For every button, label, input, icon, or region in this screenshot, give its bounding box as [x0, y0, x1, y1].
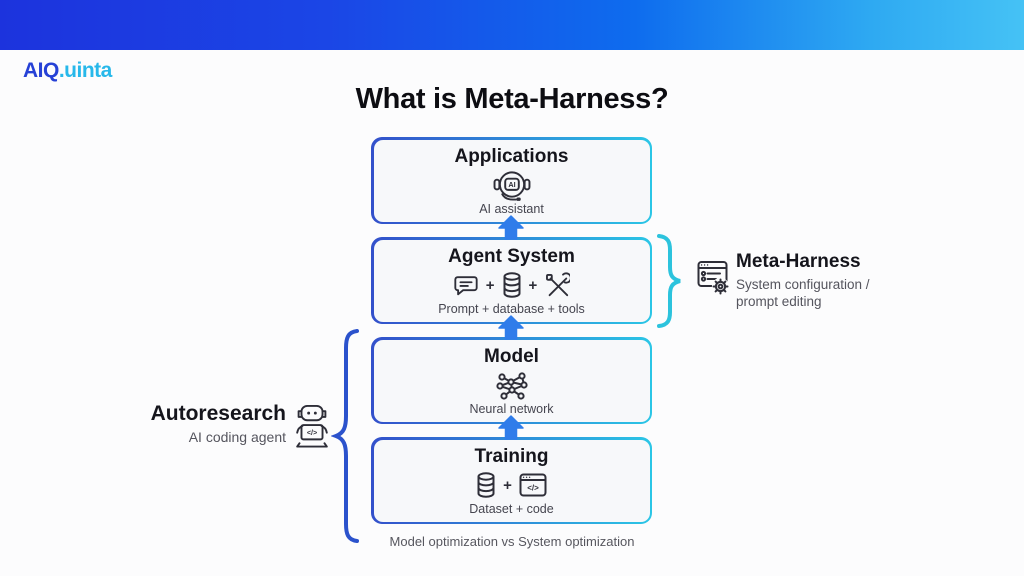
- code-window-icon: </>: [519, 473, 547, 497]
- svg-text:AI: AI: [508, 180, 515, 189]
- neural-network-icon: [495, 372, 528, 400]
- up-arrow-icon: [498, 415, 524, 440]
- box-agent-system-caption: Prompt + database + tools: [438, 302, 585, 316]
- autoresearch-subtitle: AI coding agent: [188, 429, 286, 445]
- left-curly-brace: [331, 329, 359, 543]
- box-applications-icon-row: AI: [492, 169, 532, 201]
- autoresearch-annotation: Autoresearch AI coding agent: [58, 402, 286, 445]
- tools-icon: [546, 272, 571, 297]
- box-agent-system-inner: Agent System + +: [373, 239, 650, 322]
- meta-harness-title: Meta-Harness: [736, 251, 861, 272]
- plus-sign: +: [485, 276, 495, 294]
- box-applications-inner: Applications AI AI assistant: [373, 139, 650, 222]
- box-training-icon-row: + </>: [476, 469, 547, 501]
- box-model: Model Neural network: [371, 337, 652, 424]
- brand-logo-part2: .uinta: [58, 59, 113, 82]
- plus-sign: +: [503, 476, 512, 494]
- svg-text:</>: </>: [527, 484, 539, 493]
- meta-harness-subtitle: System configuration / prompt editing: [736, 277, 946, 310]
- meta-harness-annotation: Meta-Harness System configuration / prom…: [736, 251, 946, 310]
- plus-sign: +: [528, 276, 538, 294]
- header-gradient-bar: [0, 0, 1024, 50]
- box-model-icon-row: [495, 369, 529, 401]
- svg-text:</>: </>: [307, 429, 317, 437]
- brand-logo-part1: AIQ: [23, 59, 59, 82]
- meta-harness-subtitle-line2: prompt editing: [736, 293, 822, 309]
- box-model-caption: Neural network: [469, 402, 554, 416]
- right-curly-brace: [657, 234, 681, 328]
- box-agent-system-icon-row: + +: [453, 269, 571, 301]
- box-model-inner: Model Neural network: [373, 339, 650, 422]
- box-agent-system-title: Agent System: [448, 246, 575, 267]
- box-training: Training + </> Dataset + co: [371, 437, 652, 524]
- box-agent-system: Agent System + +: [371, 237, 652, 324]
- ai-assistant-headset-icon: AI: [493, 170, 530, 201]
- up-arrow-icon: [498, 215, 524, 240]
- box-model-title: Model: [484, 346, 539, 367]
- footer-caption: Model optimization vs System optimizatio…: [389, 534, 635, 549]
- up-arrow-icon: [498, 315, 524, 340]
- brand-logo: AIQ.uinta: [23, 59, 112, 83]
- page-title: What is Meta-Harness?: [355, 83, 669, 115]
- robot-coding-icon: </>: [296, 404, 328, 448]
- autoresearch-title: Autoresearch: [150, 402, 286, 425]
- box-applications: Applications AI AI assistant: [371, 137, 652, 224]
- window-settings-icon: [697, 261, 730, 296]
- box-training-inner: Training + </> Dataset + co: [373, 439, 650, 522]
- database-icon: [477, 472, 495, 498]
- box-training-title: Training: [474, 446, 549, 467]
- database-icon: [503, 272, 520, 298]
- chat-bubble-icon: [454, 275, 478, 295]
- box-training-caption: Dataset + code: [469, 502, 554, 516]
- box-applications-caption: AI assistant: [479, 202, 544, 216]
- meta-harness-subtitle-line1: System configuration /: [736, 277, 870, 292]
- box-applications-title: Applications: [454, 146, 569, 167]
